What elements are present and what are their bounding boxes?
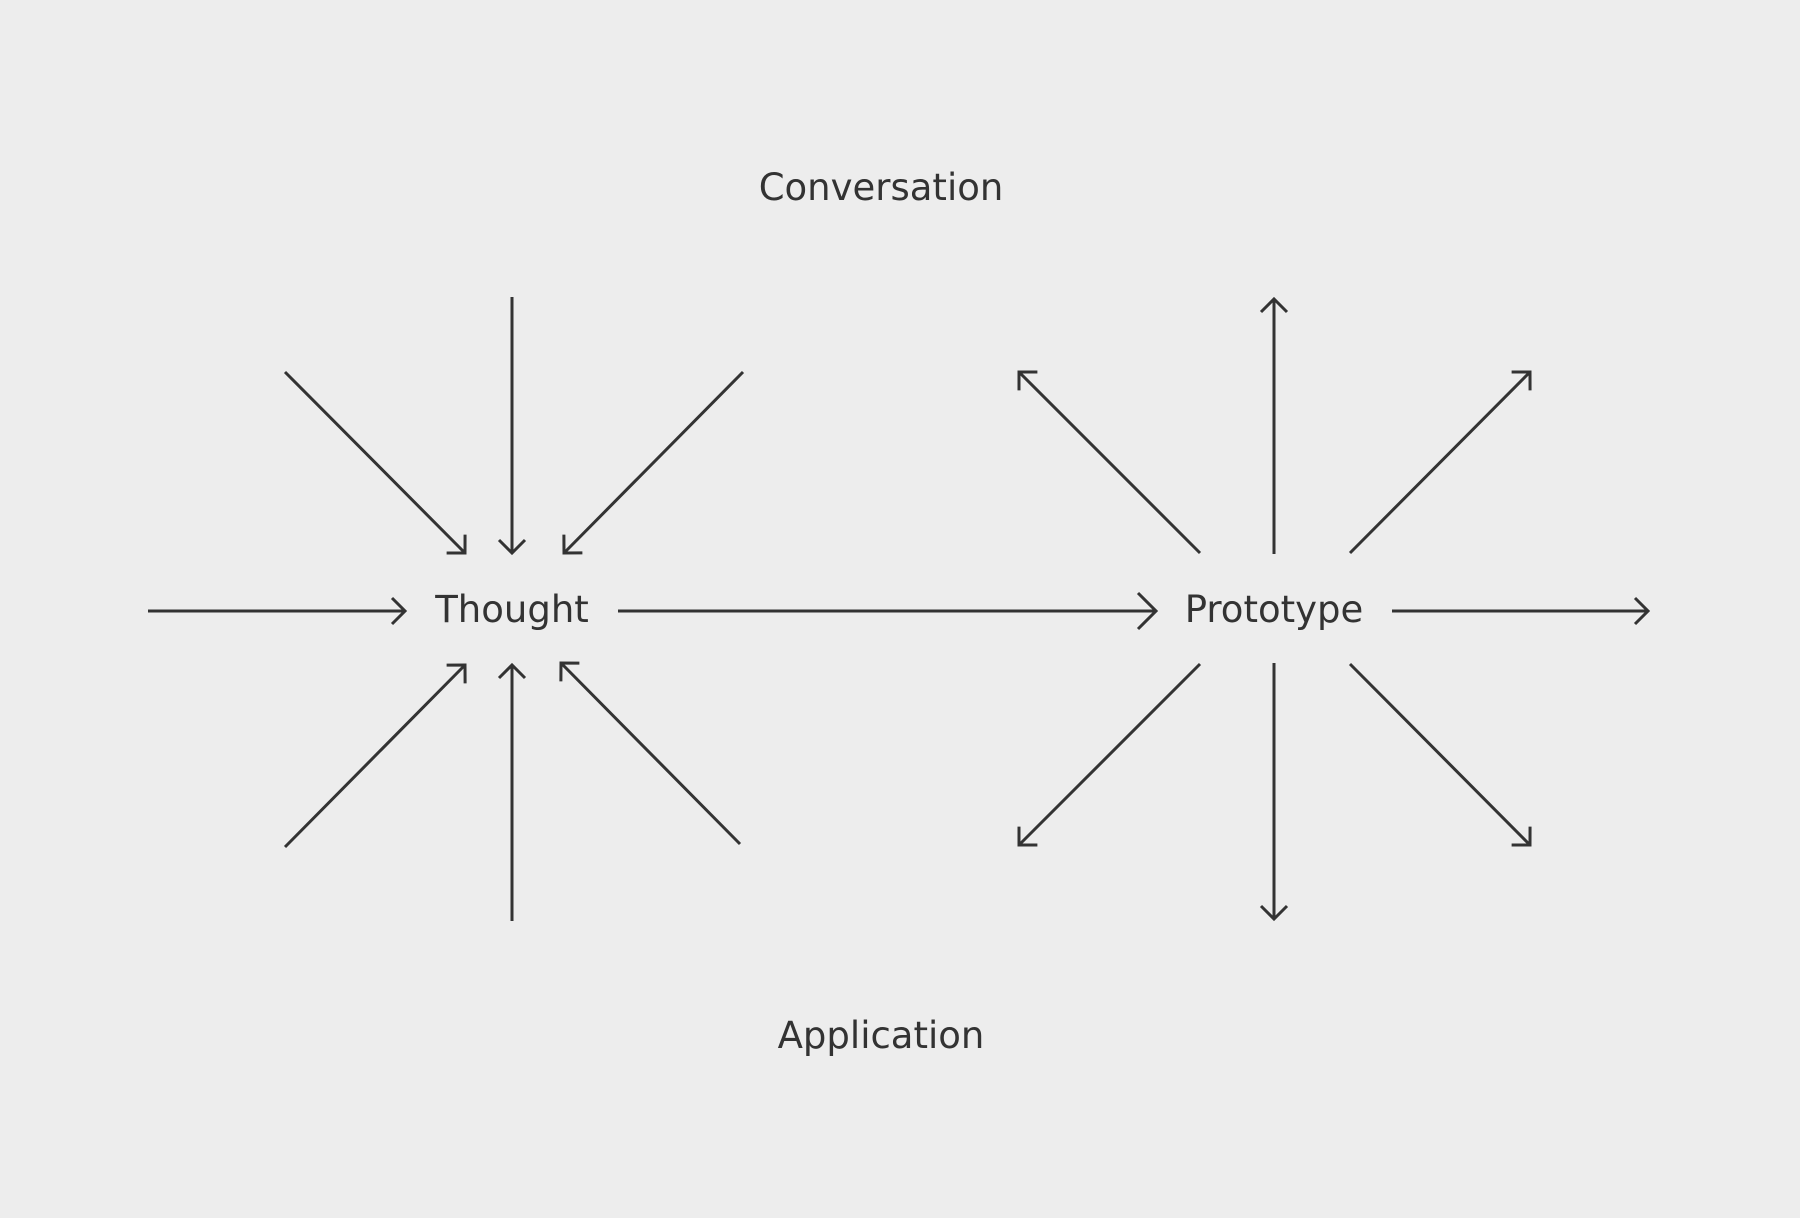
arrow-in-top-left: [283, 370, 467, 555]
arrow-out-bottom: [1259, 663, 1289, 922]
arrow-out-bottom-left: [1017, 662, 1202, 847]
arrow-out-bottom-right: [1348, 662, 1532, 847]
arrow-in-left: [148, 596, 408, 626]
arrow-in-top: [497, 297, 527, 556]
arrow-in-bottom: [497, 662, 527, 921]
arrow-out-right: [1392, 596, 1651, 626]
conversation-label: Conversation: [759, 166, 1004, 209]
thought-label: Thought: [434, 588, 589, 631]
arrow-thought-to-prototype: [618, 591, 1159, 631]
arrow-out-top-left: [1017, 370, 1202, 555]
arrow-in-top-right: [562, 370, 745, 555]
arrow-in-bottom-right: [559, 661, 742, 846]
arrow-out-top-right: [1348, 370, 1532, 555]
arrow-out-top: [1259, 296, 1289, 554]
arrow-in-bottom-left: [283, 663, 467, 849]
prototype-label: Prototype: [1185, 588, 1364, 631]
application-label: Application: [778, 1014, 985, 1057]
